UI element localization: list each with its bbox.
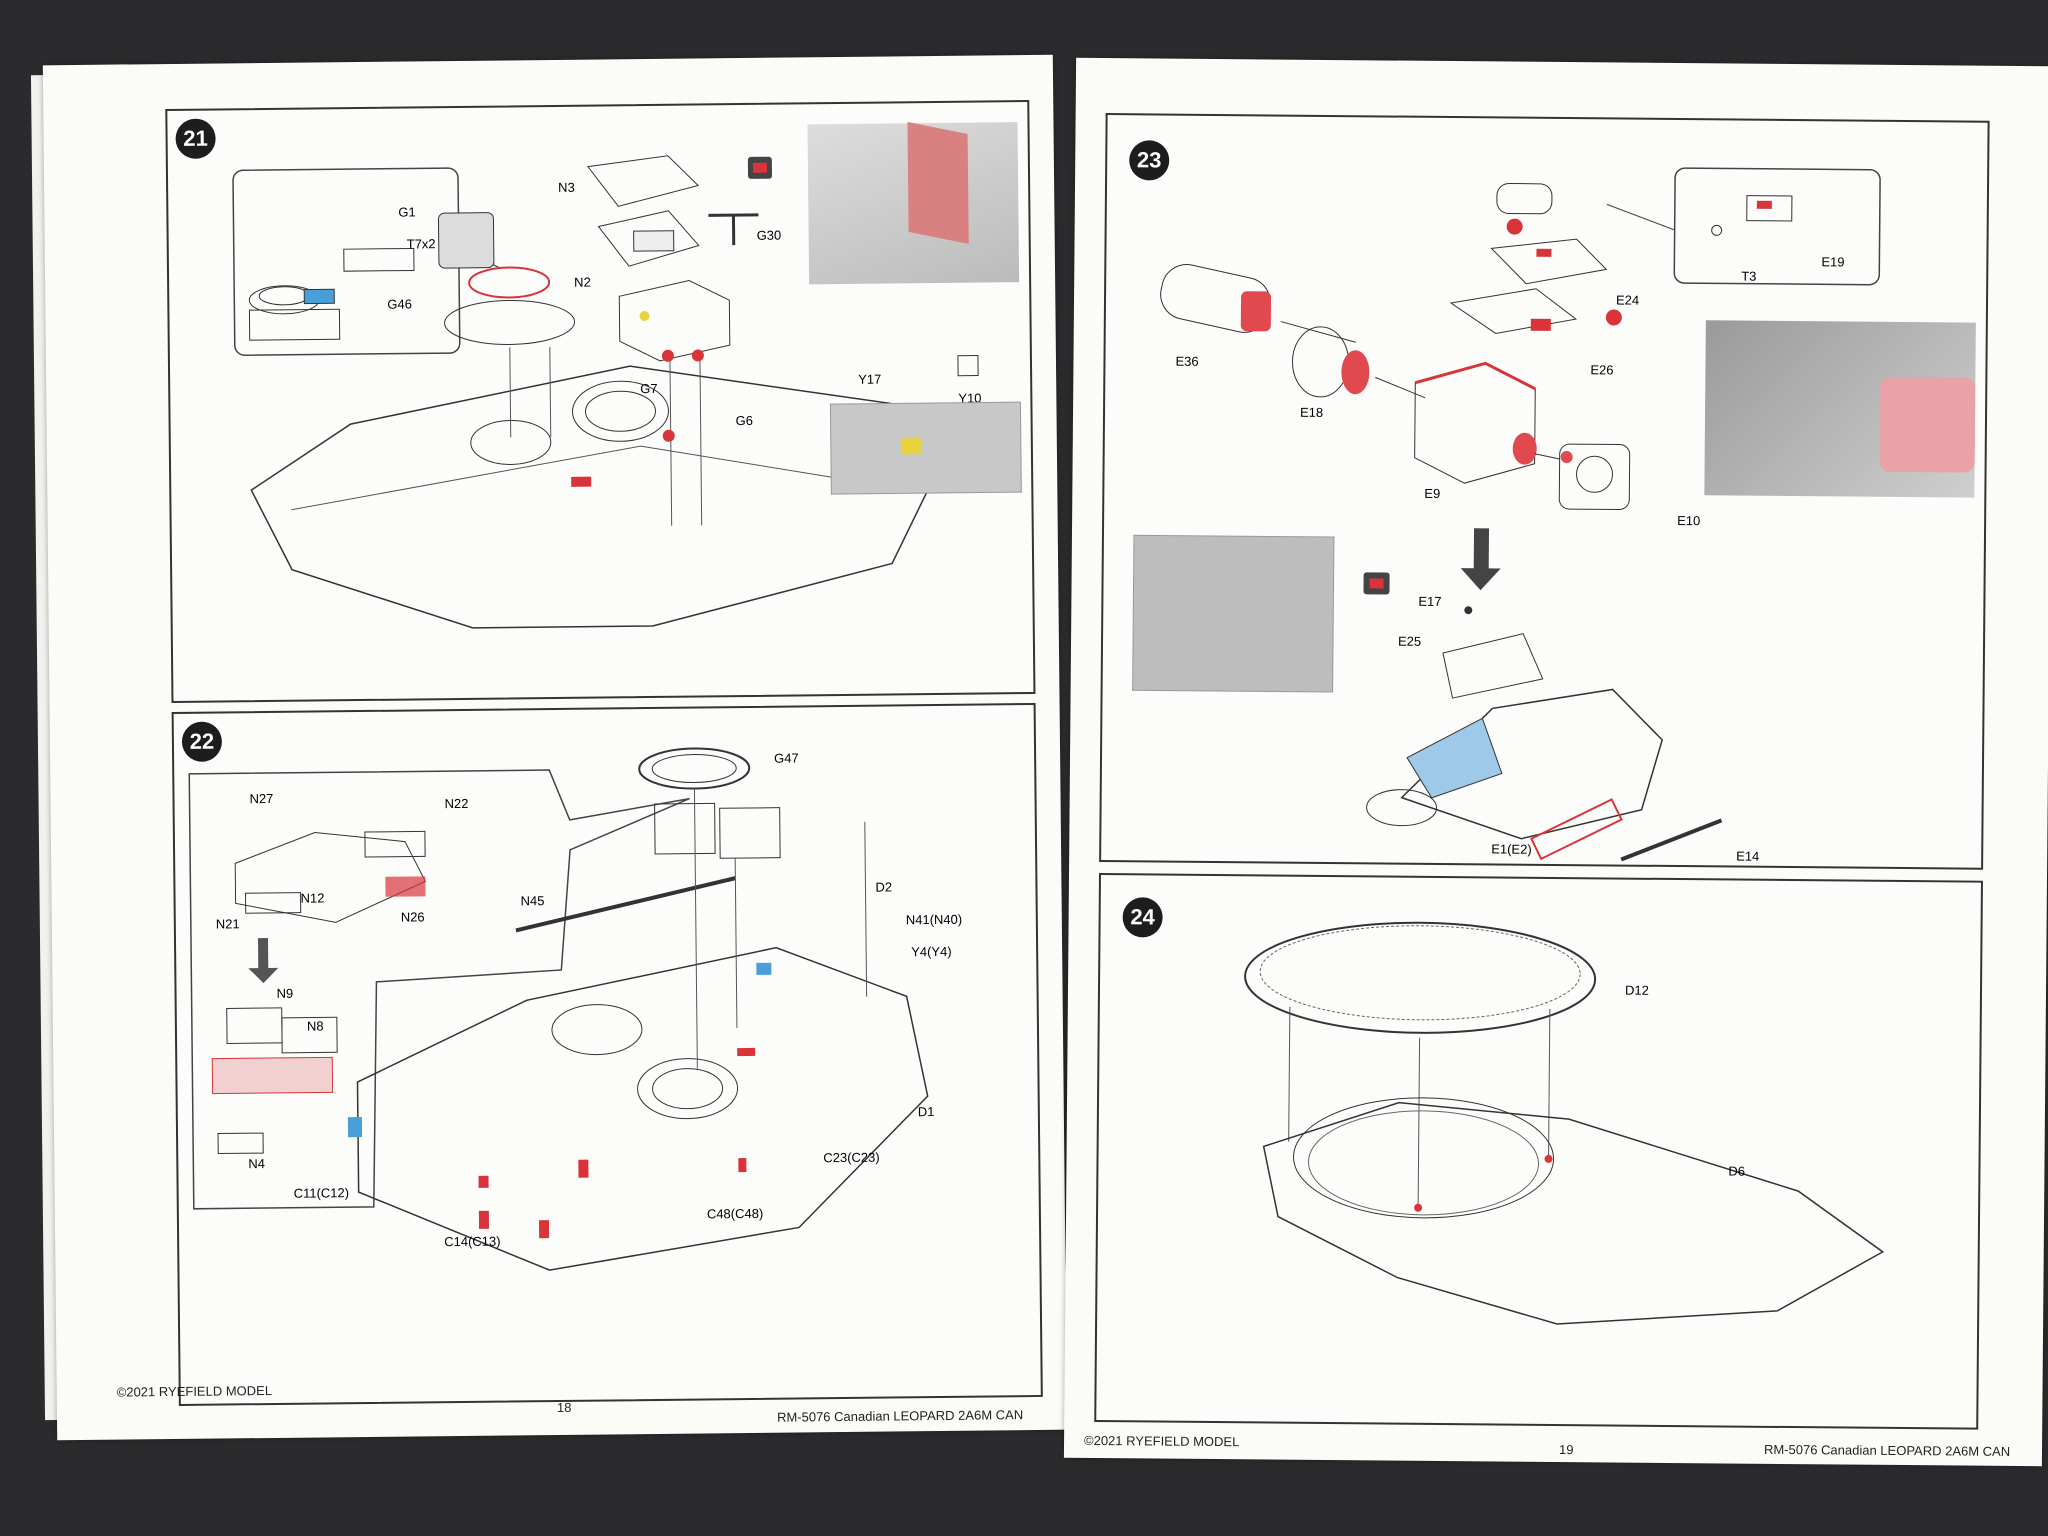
right-page: 23: [1063, 57, 2048, 1467]
label-E17: E17: [1418, 594, 1441, 609]
step-23-drawing: T3 E19 E24 E26 E36 E18 E9 E10 E17 E25 E1…: [1132, 167, 1881, 864]
step-22-panel: 22: [171, 702, 1043, 1406]
left-copyright: ©2021 RYEFIELD MODEL: [116, 1382, 273, 1400]
label-T3: T3: [1741, 269, 1756, 284]
label-N26: N26: [401, 909, 425, 924]
right-copyright: ©2021 RYEFIELD MODEL: [1083, 1432, 1240, 1450]
label-G46: G46: [387, 296, 412, 311]
label-N2: N2: [574, 275, 591, 290]
step-21-drawing: G1 T7x2 G46 N3 N2 G30 G7 G6 Y17 Y10: [232, 155, 1022, 629]
left-page: 21: [42, 54, 1068, 1441]
label-D6: D6: [1728, 1163, 1745, 1178]
left-page-number: 18: [556, 1399, 572, 1416]
label-E14: E14: [1736, 849, 1759, 864]
label-D12: D12: [1625, 983, 1649, 998]
label-N21: N21: [216, 916, 240, 931]
label-G7: G7: [640, 381, 657, 396]
label-N12: N12: [300, 890, 324, 905]
label-D1: D1: [918, 1104, 935, 1119]
step-21-panel: 21: [165, 99, 1036, 704]
glue-icon: [1605, 309, 1622, 326]
label-E24: E24: [1616, 292, 1639, 307]
left-model-title: RM-5076 Canadian LEOPARD 2A6M CAN: [776, 1407, 1024, 1425]
label-N27: N27: [249, 791, 273, 806]
label-E1-E2: E1(E2): [1491, 841, 1532, 856]
reference-photo-turret: [1704, 320, 1976, 498]
label-G30: G30: [757, 228, 782, 243]
highlighted-part: [1879, 376, 1976, 473]
label-T7x2: T7x2: [407, 236, 436, 251]
label-G1: G1: [398, 204, 415, 219]
label-E10: E10: [1677, 513, 1700, 528]
label-Y10: Y10: [958, 391, 981, 406]
label-E18: E18: [1300, 405, 1323, 420]
label-E36: E36: [1175, 354, 1198, 369]
label-C23-C23: C23(C23): [823, 1150, 880, 1166]
step-22-drawing: N27 N22 N12 N21 N26 N9 N8 N4 G47 N45 D2 …: [188, 747, 963, 1271]
right-model-title: RM-5076 Canadian LEOPARD 2A6M CAN: [1763, 1441, 2011, 1459]
label-Y4-Y4: Y4(Y4): [911, 944, 952, 959]
label-D2: D2: [875, 879, 892, 894]
label-E25: E25: [1398, 634, 1421, 649]
angle-icon: [957, 355, 979, 377]
down-arrow-icon: [1460, 528, 1501, 591]
label-C48-C48: C48(C48): [707, 1206, 764, 1222]
glue-icon: [1506, 218, 1523, 235]
label-E9: E9: [1424, 486, 1440, 501]
label-Y17: Y17: [858, 372, 881, 387]
label-C11-C12: C11(C12): [294, 1185, 350, 1201]
step-23-panel: 23: [1099, 113, 1990, 870]
label-E19: E19: [1821, 254, 1844, 269]
label-G47: G47: [774, 750, 799, 765]
step-24-panel: 24 D12 D6: [1094, 872, 1983, 1430]
label-N45: N45: [521, 893, 545, 908]
down-arrow-icon: [248, 938, 279, 984]
label-E26: E26: [1590, 362, 1613, 377]
label-C14-C13: C14(C13): [444, 1234, 501, 1250]
right-page-number: 19: [1558, 1442, 1574, 1458]
label-G6: G6: [736, 413, 753, 428]
label-N3: N3: [558, 180, 575, 195]
step-24-drawing: D12 D6: [1244, 921, 1885, 1325]
reference-photo: [807, 121, 1020, 285]
label-N9: N9: [276, 986, 293, 1001]
highlighted-part: [907, 121, 969, 245]
label-N22: N22: [445, 796, 469, 811]
label-N4: N4: [248, 1156, 265, 1171]
label-N41-N40: N41(N40): [906, 912, 963, 928]
label-N8: N8: [307, 1018, 324, 1033]
